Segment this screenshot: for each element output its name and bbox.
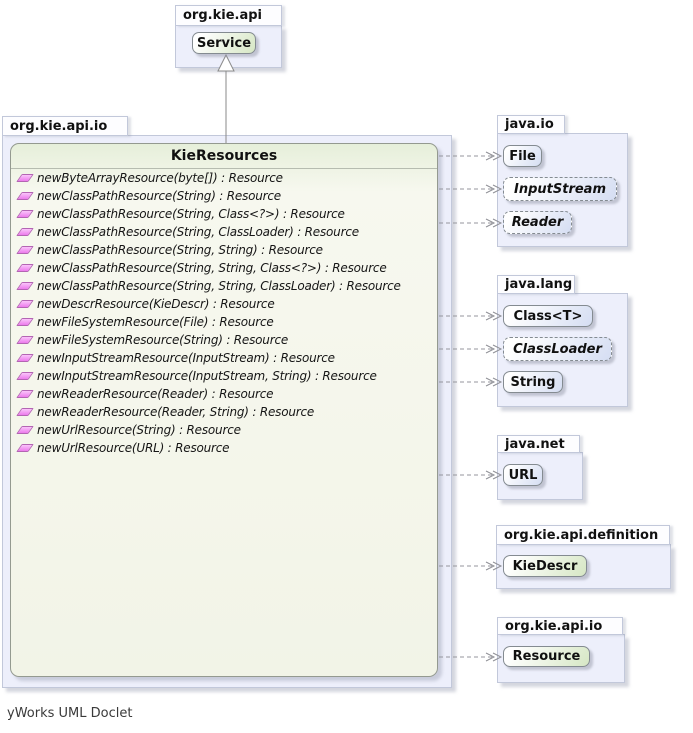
class-node-inputstream[interactable]: InputStream [503, 177, 617, 201]
dependency-edge-kiedescr [439, 561, 503, 571]
method-label: newClassPathResource(String, String) : R… [37, 243, 323, 257]
method-row[interactable]: newClassPathResource(String, Class<?>) :… [11, 205, 437, 223]
dependency-edge-string [439, 377, 503, 387]
method-label: newClassPathResource(String, String, Cla… [37, 279, 401, 293]
method-icon [16, 282, 34, 290]
dependency-edge-class-t [439, 311, 503, 321]
generalization-edge [217, 53, 235, 143]
method-icon [16, 336, 34, 344]
method-label: newFileSystemResource(String) : Resource [37, 333, 289, 347]
method-row[interactable]: newDescrResource(KieDescr) : Resource [11, 295, 437, 313]
method-icon [16, 318, 34, 326]
method-label: newClassPathResource(String, ClassLoader… [37, 225, 359, 239]
method-row[interactable]: newClassPathResource(String, String, Cla… [11, 277, 437, 295]
class-node-file[interactable]: File [503, 145, 542, 167]
method-row[interactable]: newReaderResource(Reader, String) : Reso… [11, 403, 437, 421]
dependency-edge-classloader [439, 344, 503, 354]
method-icon [16, 174, 34, 182]
package-tab-java-io[interactable]: java.io [497, 115, 565, 134]
class-node-kiedescr[interactable]: KieDescr [503, 555, 587, 577]
method-icon [16, 300, 34, 308]
method-label: newReaderResource(Reader) : Resource [37, 387, 274, 401]
kieresources-title[interactable]: KieResources [11, 144, 437, 169]
class-node-url[interactable]: URL [503, 464, 543, 486]
method-row[interactable]: newUrlResource(String) : Resource [11, 421, 437, 439]
method-row[interactable]: newClassPathResource(String, String) : R… [11, 241, 437, 259]
method-row[interactable]: newInputStreamResource(InputStream, Stri… [11, 367, 437, 385]
package-tab-org-kie-api-definition[interactable]: org.kie.api.definition [496, 525, 670, 545]
method-row[interactable]: newClassPathResource(String) : Resource [11, 187, 437, 205]
method-label: newClassPathResource(String, Class<?>) :… [37, 207, 345, 221]
dependency-edge-reader [439, 218, 503, 228]
method-label: newByteArrayResource(byte[]) : Resource [37, 171, 283, 185]
dependency-edge-url [439, 470, 503, 480]
class-node-string[interactable]: String [503, 371, 563, 393]
method-row[interactable]: newInputStreamResource(InputStream) : Re… [11, 349, 437, 367]
method-icon [16, 426, 34, 434]
method-row[interactable]: newReaderResource(Reader) : Resource [11, 385, 437, 403]
method-icon [16, 264, 34, 272]
method-row[interactable]: newFileSystemResource(String) : Resource [11, 331, 437, 349]
method-label: newClassPathResource(String, String, Cla… [37, 261, 387, 275]
class-node-service[interactable]: Service [192, 32, 256, 54]
class-node-class-t[interactable]: Class<T> [503, 305, 593, 327]
doclet-credit-label: yWorks UML Doclet [7, 706, 133, 721]
method-icon [16, 192, 34, 200]
package-tab-java-net[interactable]: java.net [497, 435, 580, 453]
method-row[interactable]: newClassPathResource(String, ClassLoader… [11, 223, 437, 241]
method-icon [16, 372, 34, 380]
method-label: newUrlResource(URL) : Resource [37, 441, 230, 455]
class-node-classloader[interactable]: ClassLoader [503, 337, 612, 361]
method-icon [16, 228, 34, 236]
method-label: newDescrResource(KieDescr) : Resource [37, 297, 275, 311]
kieresources-method-list: newByteArrayResource(byte[]) : Resource … [11, 169, 437, 457]
package-tab-org-kie-api[interactable]: org.kie.api [175, 5, 282, 26]
class-node-kieresources: KieResources newByteArrayResource(byte[]… [10, 143, 438, 677]
package-tab-org-kie-api-io-2[interactable]: org.kie.api.io [497, 617, 623, 635]
method-label: newInputStreamResource(InputStream) : Re… [37, 351, 335, 365]
dependency-edge-inputstream [439, 184, 503, 194]
method-row[interactable]: newFileSystemResource(File) : Resource [11, 313, 437, 331]
method-label: newFileSystemResource(File) : Resource [37, 315, 274, 329]
method-icon [16, 390, 34, 398]
method-row[interactable]: newUrlResource(URL) : Resource [11, 439, 437, 457]
method-row[interactable]: newClassPathResource(String, String, Cla… [11, 259, 437, 277]
dependency-edge-resource [439, 652, 503, 662]
dependency-edge-file [439, 151, 503, 161]
class-node-resource[interactable]: Resource [503, 646, 590, 667]
method-icon [16, 408, 34, 416]
method-icon [16, 210, 34, 218]
method-icon [16, 444, 34, 452]
method-icon [16, 354, 34, 362]
package-tab-org-kie-api-io[interactable]: org.kie.api.io [2, 116, 128, 136]
method-label: newClassPathResource(String) : Resource [37, 189, 281, 203]
method-icon [16, 246, 34, 254]
method-label: newUrlResource(String) : Resource [37, 423, 241, 437]
class-node-reader[interactable]: Reader [503, 211, 572, 234]
package-tab-java-lang[interactable]: java.lang [497, 275, 575, 294]
method-row[interactable]: newByteArrayResource(byte[]) : Resource [11, 169, 437, 187]
method-label: newReaderResource(Reader, String) : Reso… [37, 405, 315, 419]
method-label: newInputStreamResource(InputStream, Stri… [37, 369, 377, 383]
